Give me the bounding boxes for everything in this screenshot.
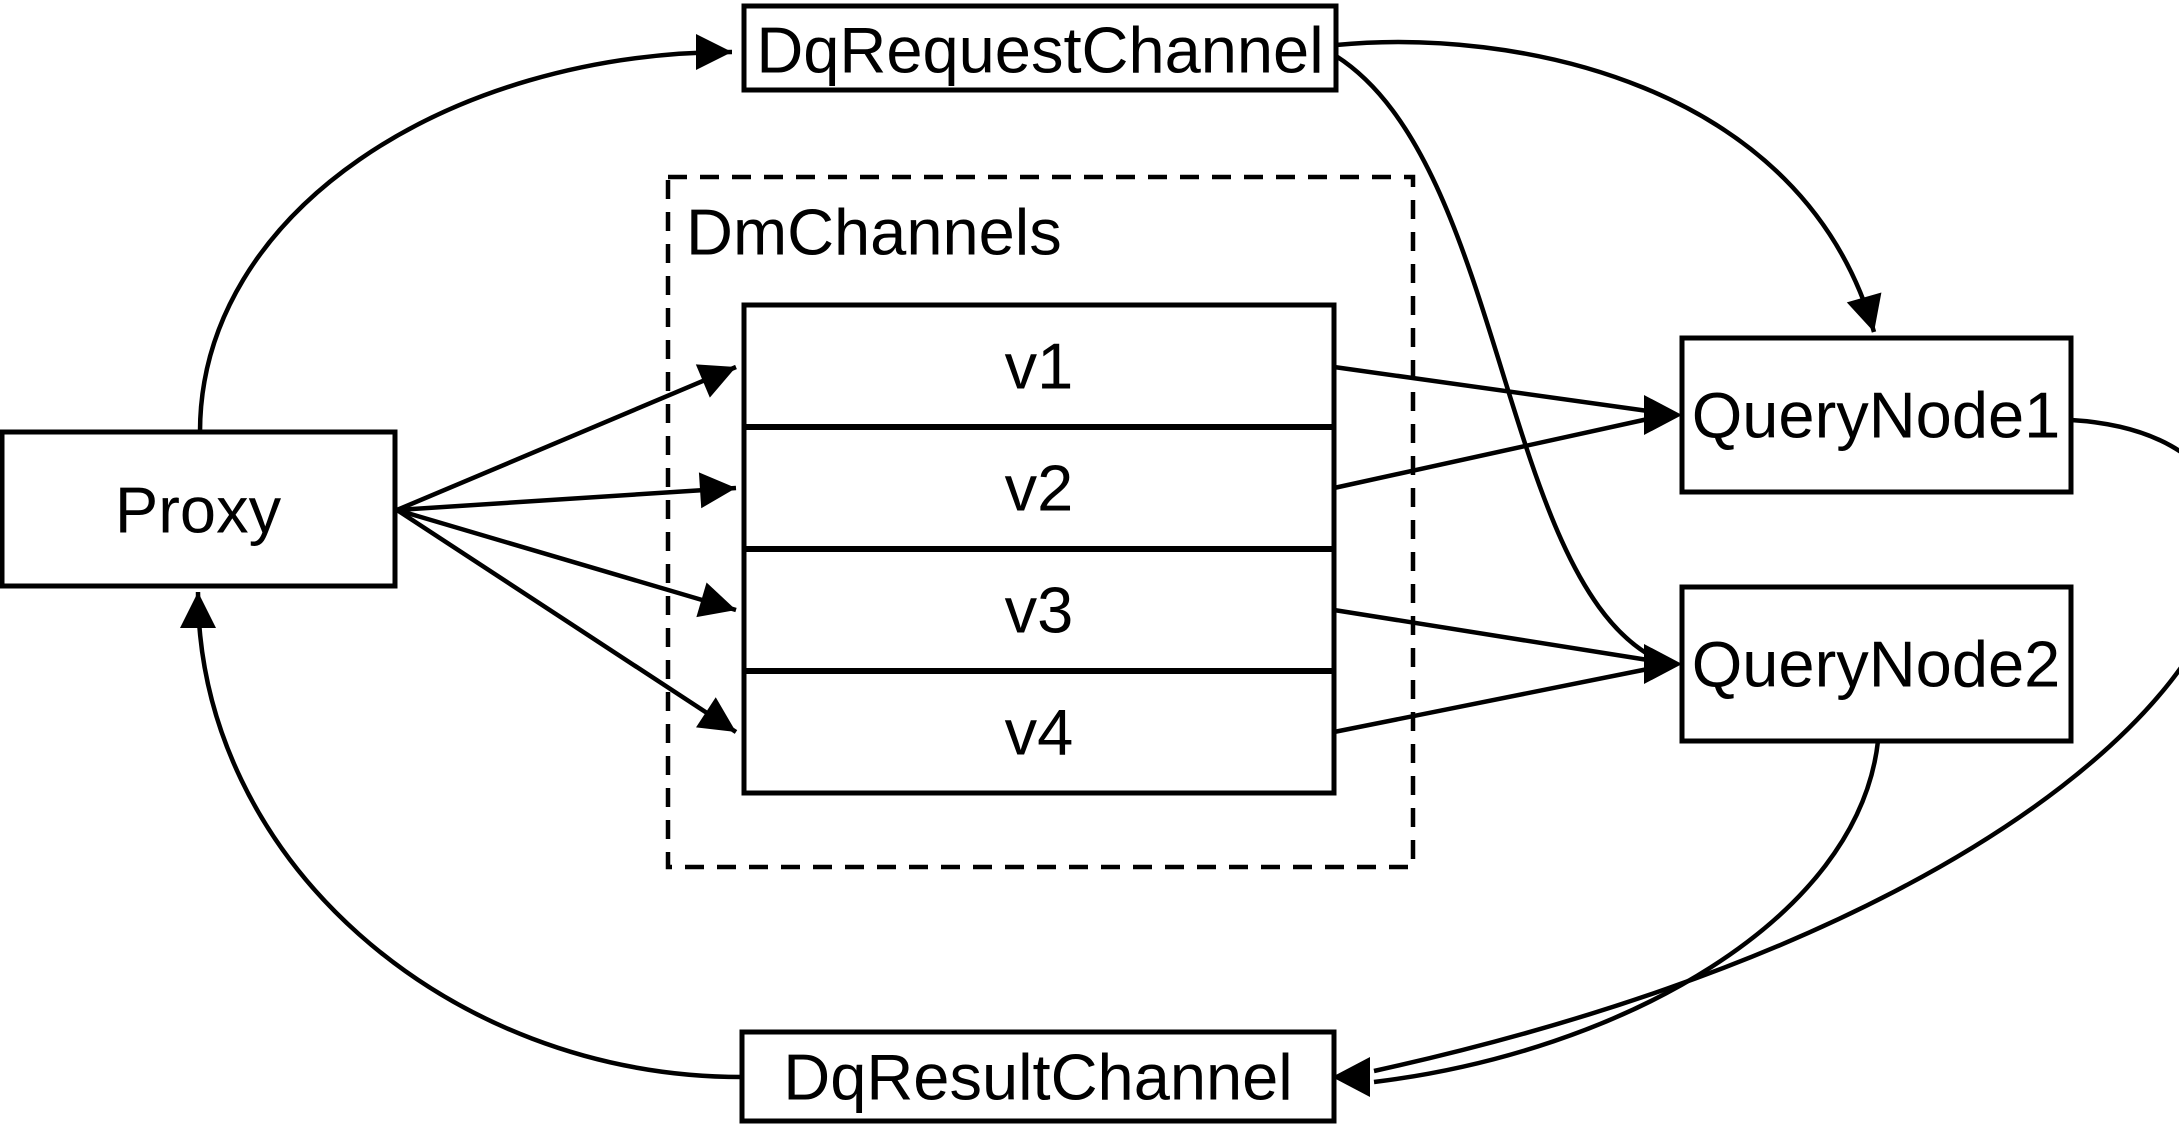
node-query-node1 [1679,335,2074,495]
arrowhead-into-dqresultchannel [1332,1057,1370,1097]
edge-v4-to-querynode2 [1333,666,1649,735]
edge-querynode1-to-dqresultchannel [1373,417,2179,1074]
channel-row-v1: v1 [1005,330,1074,403]
group-dm-channels [665,174,1416,870]
dq-request-channel-label: DqRequestChannel [756,14,1323,87]
channel-row-v4: v4 [1005,696,1074,769]
node-dq-result-channel [739,1029,1337,1124]
node-query-node2 [1679,584,2074,744]
arrowhead-into-querynode2 [1644,644,1682,684]
edge-proxy-to-v1 [396,364,737,513]
edge-dqrequestchannel-to-querynode1 [1335,39,1882,333]
edge-proxy-to-v3 [396,507,737,618]
edge-dqresultchannel-to-proxy [180,591,743,1080]
query-node1-label: QueryNode1 [1692,379,2061,452]
edge-querynode2-to-dqresultchannel [1373,740,1881,1085]
edge-dqrequestchannel-to-querynode2 [1334,54,1648,655]
channel-row-v3: v3 [1005,574,1074,647]
arrowhead-into-querynode1 [1644,395,1682,435]
edge-v2-to-querynode1 [1333,416,1649,491]
edge-v3-to-querynode2 [1333,607,1649,663]
dm-channels-label: DmChannels [686,196,1062,269]
edge-v1-to-querynode1 [1333,364,1649,414]
node-proxy [0,429,398,589]
channel-row-v2: v2 [1005,452,1074,525]
dq-result-channel-label: DqResultChannel [783,1041,1292,1114]
edge-proxy-to-v2 [396,472,737,513]
node-dq-request-channel [741,3,1339,93]
proxy-label: Proxy [115,474,282,547]
edge-proxy-to-v4 [395,508,738,734]
query-node2-label: QueryNode2 [1692,628,2061,701]
edge-proxy-to-dqrequestchannel [197,34,733,433]
